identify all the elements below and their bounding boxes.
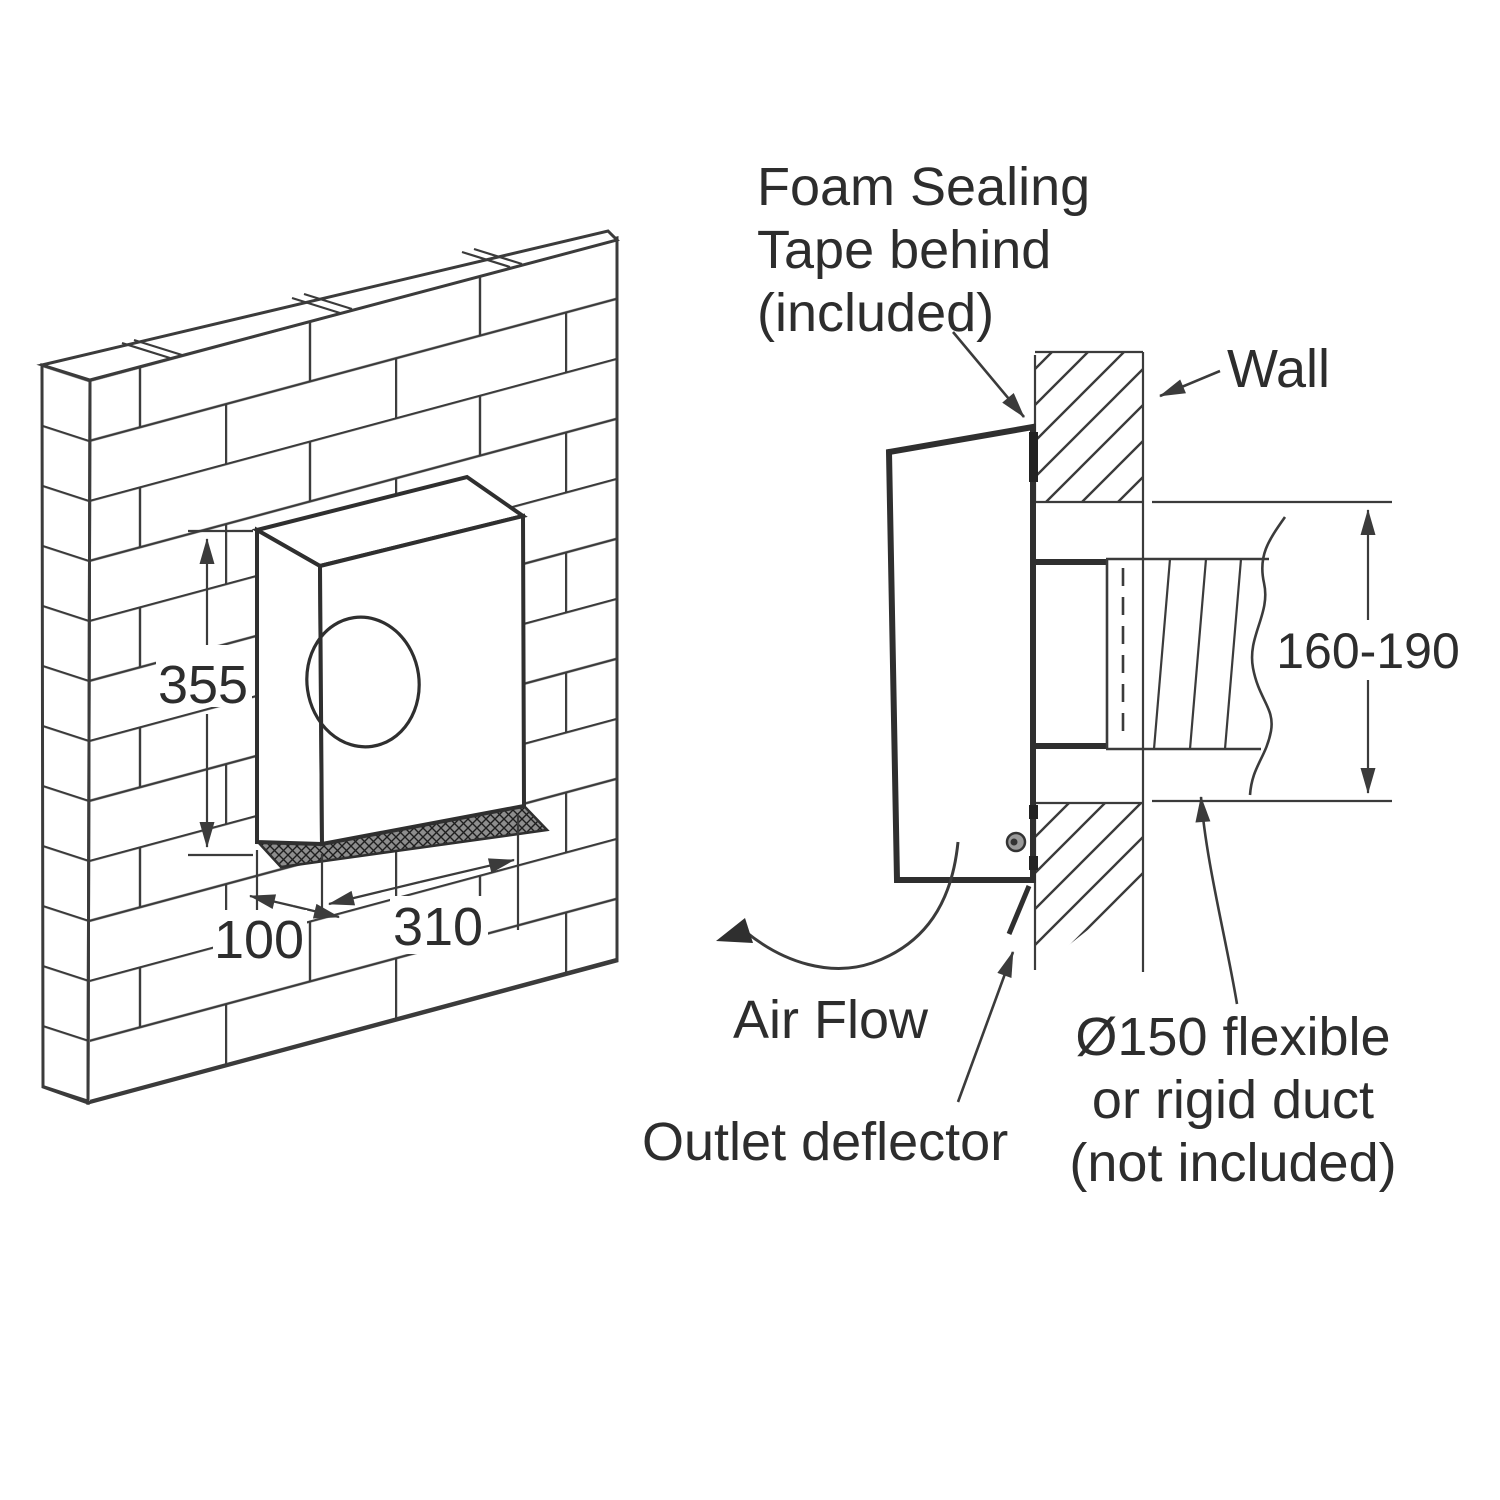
fixing-screw-center [1010, 838, 1018, 846]
foam-tape-bottom [1029, 856, 1038, 870]
dim-100-label: 100 [214, 910, 304, 970]
air-flow-label: Air Flow [733, 990, 929, 1050]
section-labels: Foam Sealing Tape behind (included) Wall… [642, 157, 1397, 1193]
duct-assembly [1033, 516, 1287, 796]
dimension-height-355: 355 [156, 529, 253, 857]
vent-box-round-hole [305, 615, 421, 749]
dim-100-label-bg [213, 910, 307, 968]
section-view-diagram: 160-190 [642, 157, 1464, 1193]
front-view-diagram: 355 100 310 [36, 229, 620, 1106]
dim-355-label: 355 [158, 655, 248, 715]
vent-box-front-face [317, 513, 527, 847]
duct-break-wave [1248, 516, 1287, 796]
wall-top-face-joints [121, 247, 523, 360]
foam-tape-top [1029, 432, 1038, 482]
foam-tape-leader-arrow [952, 331, 1025, 418]
duct-ribs [1152, 558, 1243, 750]
dim-100-arrow-left [249, 894, 294, 909]
duct-leader-arrow [1195, 796, 1239, 1005]
dim-310-label: 310 [393, 897, 483, 957]
section-wall [1033, 350, 1145, 972]
wall-upper-hatch [1035, 352, 1143, 502]
dimension-depth-100: 100 [213, 850, 340, 970]
dim-310-label-bg [390, 896, 488, 954]
dim-hole-label-bg [1272, 620, 1464, 680]
wall-top-face [36, 229, 620, 382]
cover-panel-outline [885, 423, 1036, 883]
foam-label-line2: Tape behind [757, 220, 1051, 280]
dim-100-arrow-right [292, 903, 340, 919]
dim-355-label-bg [156, 645, 252, 707]
cover-panel [885, 423, 1038, 935]
wall-label: Wall [1227, 339, 1330, 399]
dim-310-arrow-right [419, 858, 515, 884]
dim-hole-label: 160-190 [1276, 623, 1460, 679]
duct-label-line3: (not included) [1069, 1133, 1396, 1193]
foam-label-line1: Foam Sealing [757, 157, 1090, 217]
duct-label-line2: or rigid duct [1092, 1070, 1374, 1130]
vent-box-left-face [255, 526, 325, 847]
deflector-leader-arrow [956, 951, 1015, 1103]
dimension-hole-160-190: 160-190 [1152, 500, 1464, 803]
foam-label-line3: (included) [757, 283, 994, 343]
dim-310-arrow-left [328, 880, 421, 906]
wall-lower-hatch [1035, 803, 1143, 972]
vent-box [251, 474, 550, 869]
air-flow-path [716, 841, 960, 970]
wall-leader-arrow [1159, 369, 1221, 398]
foam-tape-mid [1029, 805, 1038, 819]
dimension-width-310: 310 [328, 815, 520, 957]
air-flow-curve [745, 841, 960, 970]
air-flow-arrowhead-icon [716, 918, 753, 943]
outlet-deflector-label: Outlet deflector [642, 1112, 1008, 1172]
duct-label-line1: Ø150 flexible [1075, 1007, 1390, 1067]
outlet-deflector-flap [1006, 885, 1032, 935]
brick-wall-side-face-courses [43, 364, 89, 1103]
